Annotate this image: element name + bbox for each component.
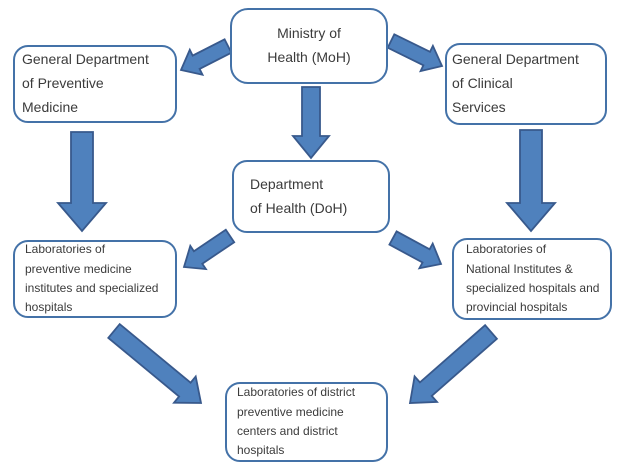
- node-general-dept-preventive-medicine-label: General Department of Preventive Medicin…: [22, 51, 149, 115]
- arrow-moh-to-doh: [291, 86, 331, 160]
- arrow-gdpm-to-lab_pm: [56, 131, 108, 233]
- node-department-of-health: Department of Health (DoH): [232, 160, 390, 233]
- arrow-doh-to-lab_ni: [388, 230, 443, 270]
- node-labs-preventive-medicine-institutes-label: Laboratories of preventive medicine inst…: [25, 242, 159, 315]
- arrow-lab_pm-to-lab_district: [107, 322, 203, 404]
- node-labs-district-centers-label: Laboratories of district preventive medi…: [237, 385, 356, 458]
- arrow-lab_ni-to-lab_district: [408, 323, 499, 404]
- arrow-moh-to-gdpm: [179, 38, 233, 76]
- node-ministry-of-health: Ministry of Health (MoH): [230, 8, 388, 84]
- node-general-dept-preventive-medicine: General Department of Preventive Medicin…: [13, 45, 177, 123]
- node-department-of-health-label: Department of Health (DoH): [250, 175, 348, 216]
- arrow-moh-to-gdcs: [386, 33, 444, 73]
- node-ministry-of-health-label: Ministry of Health (MoH): [267, 25, 351, 65]
- node-labs-district-centers: Laboratories of district preventive medi…: [225, 382, 388, 462]
- node-labs-national-institutes-label: Laboratories of National Institutes & sp…: [466, 242, 600, 315]
- node-labs-national-institutes: Laboratories of National Institutes & sp…: [452, 238, 612, 320]
- node-general-dept-clinical-services-label: General Department of Clinical Services: [452, 51, 579, 115]
- node-general-dept-clinical-services: General Department of Clinical Services: [445, 43, 607, 125]
- node-labs-preventive-medicine-institutes: Laboratories of preventive medicine inst…: [13, 240, 177, 318]
- arrow-gdcs-to-lab_ni: [505, 129, 557, 233]
- arrow-doh-to-lab_pm: [182, 228, 236, 271]
